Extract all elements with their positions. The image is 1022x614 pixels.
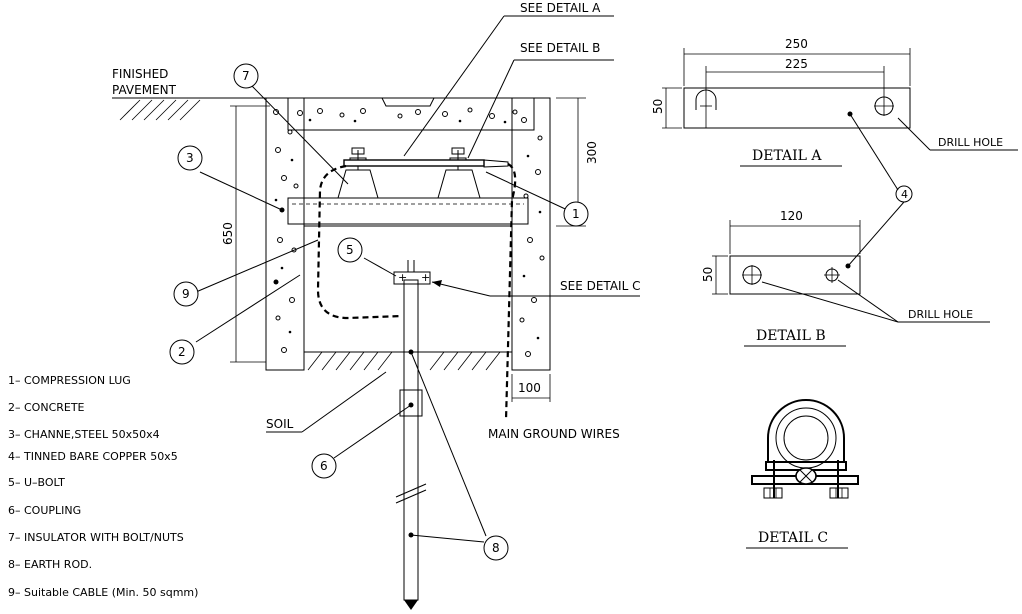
dim-50-a: 50	[651, 99, 665, 114]
dim-250: 250	[785, 37, 808, 51]
drill-hole-b-label: DRILL HOLE	[908, 308, 973, 321]
main-ground-wire	[504, 163, 517, 421]
dim-120: 120	[780, 209, 803, 223]
dim-650: 650	[221, 222, 235, 245]
insulator-left	[337, 169, 379, 199]
legend-item: 8– EARTH ROD.	[8, 558, 92, 571]
svg-text:4: 4	[901, 188, 908, 201]
bubble-9: 9	[173, 281, 199, 307]
bubble-8: 8	[483, 535, 509, 561]
svg-text:9: 9	[182, 287, 190, 301]
see-detail-b-label: SEE DETAIL B	[520, 41, 600, 55]
see-detail-c-label: SEE DETAIL C	[560, 279, 640, 293]
legend-item: 3– CHANNE,STEEL 50x50x4	[8, 428, 160, 441]
svg-text:+: +	[421, 271, 430, 284]
svg-text:3: 3	[186, 151, 194, 165]
legend-item: 2– CONCRETE	[8, 401, 85, 414]
detail-a-title: DETAIL A	[752, 148, 822, 164]
bubble-5: 5	[337, 237, 363, 263]
svg-text:8: 8	[492, 541, 500, 555]
coupling	[399, 389, 423, 417]
bubble-7: 7	[233, 63, 259, 89]
bubble-1: 1	[563, 201, 589, 227]
detail-b-title: DETAIL B	[756, 328, 826, 344]
drill-hole-a-label: DRILL HOLE	[938, 136, 1003, 149]
main-ground-wires-label: MAIN GROUND WIRES	[488, 427, 620, 441]
bubble-3: 3	[177, 145, 203, 171]
legend-item: 9– Suitable CABLE (Min. 50 sqmm)	[8, 586, 198, 599]
finished-label: FINISHED	[112, 67, 168, 81]
see-detail-a-label: SEE DETAIL A	[520, 1, 601, 15]
item-bubbles: 1 2 3 4 5 6 7 8 9	[169, 63, 913, 561]
bubble-6: 6	[311, 453, 337, 479]
soil-hatch	[307, 351, 501, 371]
main-annotations: SEE DETAIL A SEE DETAIL B FINISHED PAVEM…	[112, 1, 640, 543]
svg-text:5: 5	[346, 243, 354, 257]
detail-b: 120 50 DETAIL B DRILL HOLE	[701, 201, 990, 347]
legend-item: 6– COUPLING	[8, 504, 81, 517]
concrete-texture	[273, 107, 545, 357]
detail-a: 250 225 50 DETAIL A DRILL HOLE	[651, 37, 1018, 191]
ground-hatch-left	[119, 99, 201, 121]
bubble-4: 4	[895, 185, 913, 203]
earth-rod	[403, 279, 419, 601]
insulator-right	[437, 169, 481, 199]
pit-section: + + 650 300 100	[112, 97, 599, 610]
legend-item: 7– INSULATOR WITH BOLT/NUTS	[8, 531, 184, 544]
legend-item: 4– TINNED BARE COPPER 50x5	[8, 450, 178, 463]
soil-label: SOIL	[266, 417, 294, 431]
bubble-2: 2	[169, 339, 195, 365]
copper-bar	[343, 159, 485, 167]
svg-text:7: 7	[242, 69, 250, 83]
detail-c: DETAIL C	[746, 399, 859, 549]
steel-channel	[287, 197, 529, 225]
svg-text:6: 6	[320, 459, 328, 473]
u-bolt	[393, 271, 431, 285]
dim-100: 100	[518, 381, 541, 395]
svg-text:+: +	[398, 271, 407, 284]
detail-c-title: DETAIL C	[758, 530, 828, 546]
rod-tip	[404, 600, 418, 610]
legend-item: 1– COMPRESSION LUG	[8, 374, 131, 387]
svg-text:2: 2	[178, 345, 186, 359]
dim-225: 225	[785, 57, 808, 71]
compression-lug	[483, 159, 509, 168]
dim-50-b: 50	[701, 267, 715, 282]
pavement-label: PAVEMENT	[112, 83, 177, 97]
legend: 1– COMPRESSION LUG 2– CONCRETE 3– CHANNE…	[8, 374, 198, 599]
dim-300: 300	[585, 141, 599, 164]
cable-to-rod	[316, 164, 403, 320]
legend-item: 5– U–BOLT	[8, 476, 65, 489]
svg-text:1: 1	[572, 207, 580, 221]
